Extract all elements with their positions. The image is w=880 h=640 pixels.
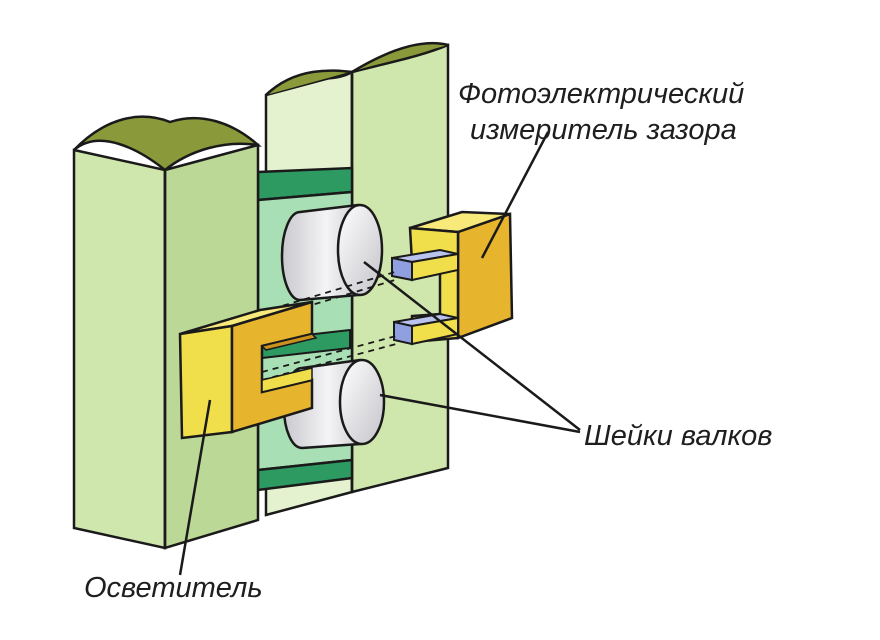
front-stand-top [73, 115, 263, 172]
leader-lines [178, 131, 581, 576]
upper-sensor-lens [391, 248, 459, 282]
label-roll-necks: Шейки валков [584, 420, 773, 452]
label-illuminator: Осветитель [84, 572, 263, 604]
leader-gap-meter [480, 131, 550, 259]
illuminator-icon [178, 300, 318, 440]
leader-illuminator [178, 399, 212, 576]
front-stand-front-face [72, 148, 167, 550]
gap-meter-icon [391, 210, 514, 346]
lower-sensor-lens [393, 312, 459, 346]
leader-roll-lower [379, 393, 581, 434]
roll-neck-upper [280, 203, 384, 302]
label-photo-meter-line1: Фотоэлектрический [458, 78, 745, 110]
label-photo-meter-line2: измеритель зазора [470, 114, 737, 146]
leader-roll-upper [363, 261, 581, 431]
front-stand [72, 115, 263, 550]
